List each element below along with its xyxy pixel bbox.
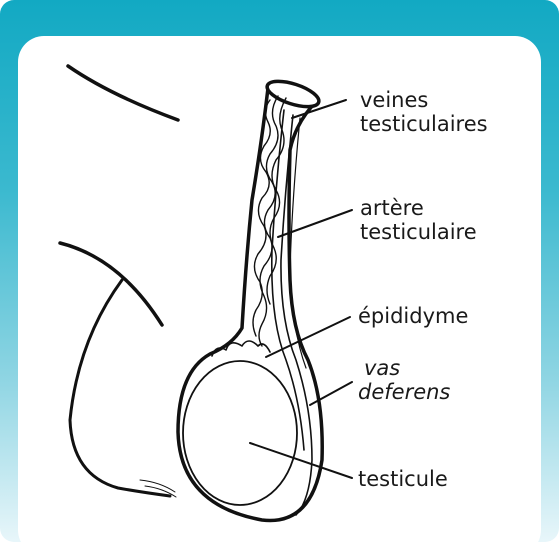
label-artere-line2: testiculaire xyxy=(360,220,477,244)
label-vas-deferens: vas deferens xyxy=(358,356,450,404)
testicle xyxy=(183,361,297,505)
label-vas-line2: deferens xyxy=(358,380,450,404)
label-veines-line2: testiculaires xyxy=(360,112,488,136)
label-vas-line1: vas xyxy=(358,356,450,380)
label-veines-testiculaires: veines testiculaires xyxy=(360,88,488,136)
label-veines-line1: veines xyxy=(360,88,488,112)
label-epididyme: épididyme xyxy=(358,304,468,328)
body-contour-thigh xyxy=(60,243,162,325)
label-artere-line1: artère xyxy=(360,196,477,220)
label-testicule: testicule xyxy=(358,467,448,491)
label-artere-testiculaire: artère testiculaire xyxy=(360,196,477,244)
body-contour-upper xyxy=(68,66,178,120)
